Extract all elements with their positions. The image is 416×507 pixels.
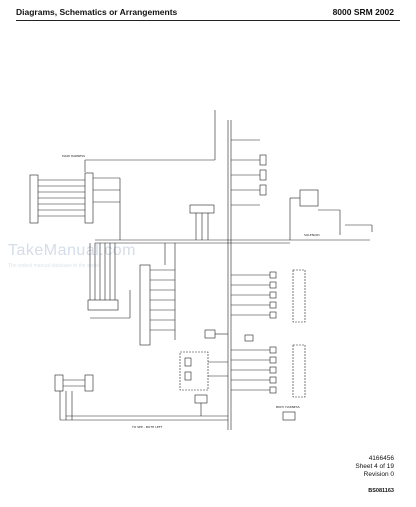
- sheet-number: Sheet 4 of 19: [355, 463, 394, 470]
- watermark-tagline: The widest manual database in the world: [8, 263, 99, 269]
- page-header-title: Diagrams, Schematics or Arrangements: [16, 7, 178, 17]
- drawing-number: 4166456: [368, 455, 394, 462]
- svg-text:MAIN HARNESS: MAIN HARNESS: [62, 154, 85, 158]
- revision: Revision 0: [363, 471, 394, 478]
- figure-code: BS081163: [368, 488, 394, 494]
- manual-reference: 8000 SRM 2002: [332, 7, 394, 17]
- svg-text:BODY HARNESS: BODY HARNESS: [276, 405, 300, 409]
- document-info: 4166456 Sheet 4 of 19 Revision 0: [355, 455, 394, 479]
- watermark: TakeManual.com: [8, 242, 136, 259]
- bottom-bus-label: TO SEE - BOTH LEFT: [131, 425, 162, 429]
- header-divider: [16, 20, 400, 21]
- svg-text:SOLENOID: SOLENOID: [304, 233, 320, 237]
